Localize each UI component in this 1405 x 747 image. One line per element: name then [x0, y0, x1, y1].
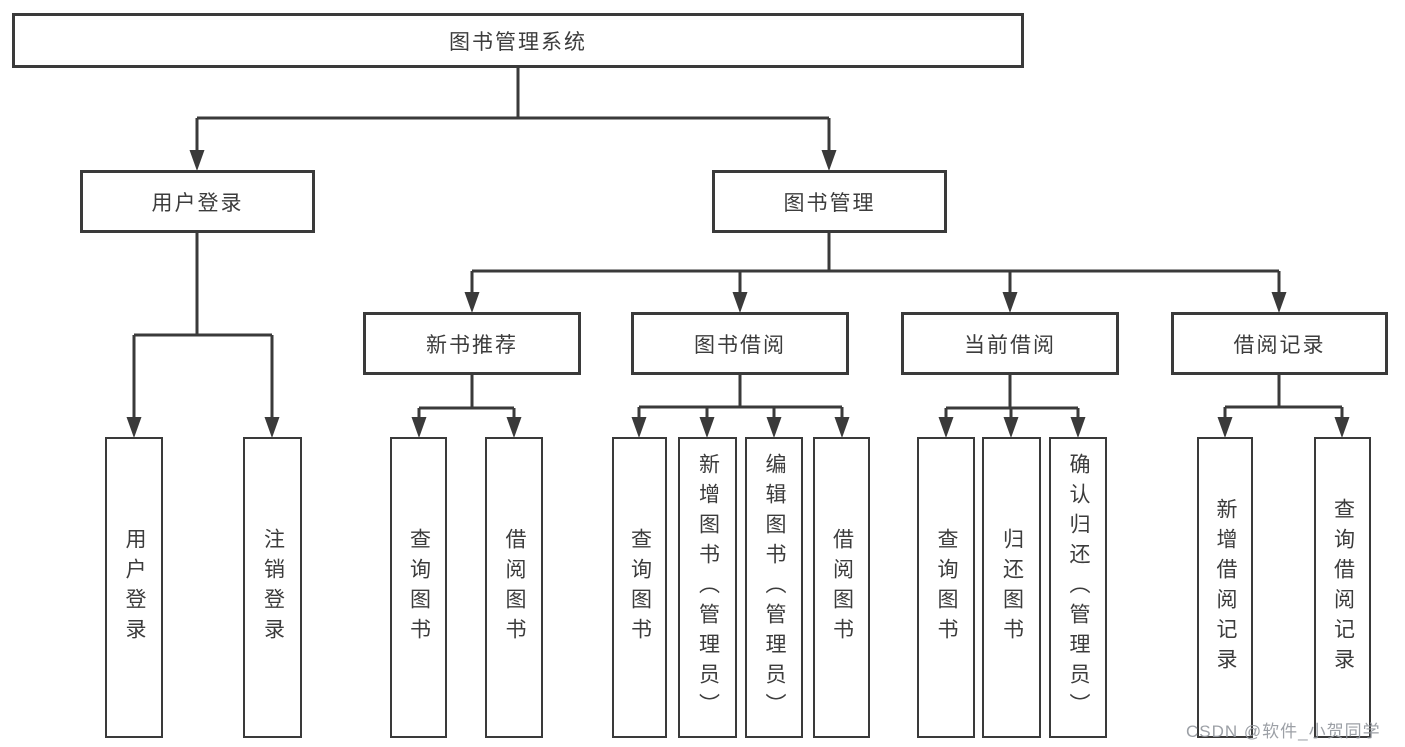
- node-book-management: 图书管理: [712, 170, 947, 233]
- csdn-watermark: CSDN @软件_小贺同学: [1186, 722, 1381, 741]
- leaf-add-borrow-record: 新增借阅记录: [1197, 437, 1253, 738]
- node-new-book-recommendation: 新书推荐: [363, 312, 581, 375]
- arrowheads: [126, 150, 1350, 438]
- node-borrowing-records: 借阅记录: [1171, 312, 1388, 375]
- node-library-system: 图书管理系统: [12, 13, 1024, 68]
- leaf-query-books-current: 查询图书: [917, 437, 975, 738]
- leaf-query-borrow-record: 查询借阅记录: [1314, 437, 1371, 738]
- node-book-borrowing: 图书借阅: [631, 312, 849, 375]
- leaf-borrow-books-recommend: 借阅图书: [485, 437, 543, 738]
- leaf-query-books-borrow: 查询图书: [612, 437, 667, 738]
- leaf-add-book-admin: 新增图书（管理员）: [678, 437, 737, 738]
- node-current-borrowing: 当前借阅: [901, 312, 1119, 375]
- leaf-logout: 注销登录: [243, 437, 302, 738]
- leaf-return-books: 归还图书: [982, 437, 1041, 738]
- node-user-login: 用户登录: [80, 170, 315, 233]
- leaf-confirm-return-admin: 确认归还（管理员）: [1049, 437, 1107, 738]
- leaf-user-login: 用户登录: [105, 437, 163, 738]
- leaf-edit-book-admin: 编辑图书（管理员）: [745, 437, 803, 738]
- leaf-borrow-books: 借阅图书: [813, 437, 870, 738]
- leaf-query-books-recommend: 查询图书: [390, 437, 447, 738]
